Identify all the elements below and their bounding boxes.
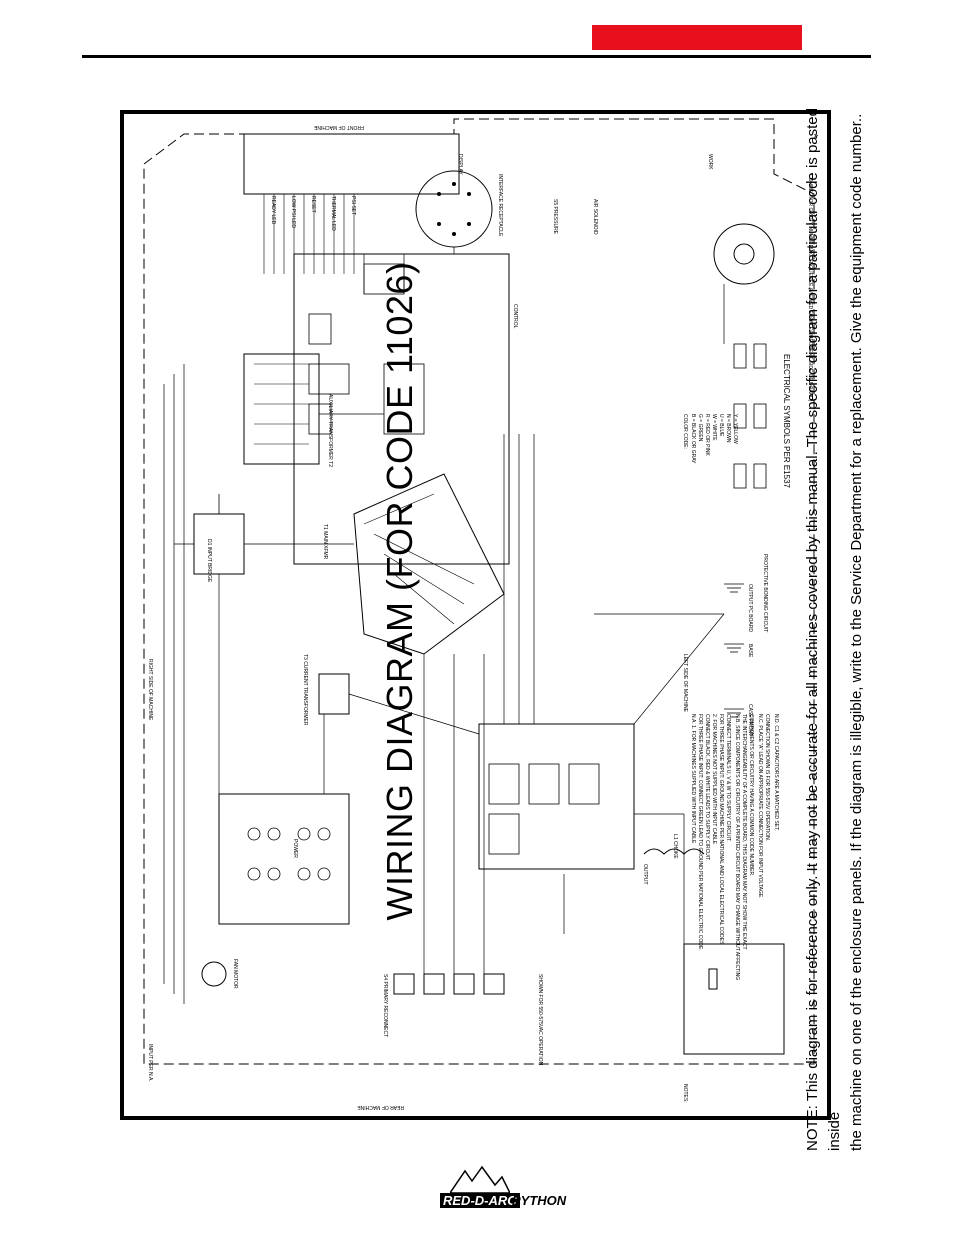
svg-text:READY LED: READY LED [270,196,276,225]
label-base: BASE [747,644,753,658]
svg-text:U = BLUE: U = BLUE [718,414,724,437]
svg-text:FOR THREE PHASE INPUT: CONNECT: FOR THREE PHASE INPUT: CONNECT GREEN LEA… [697,714,703,951]
svg-text:N = BROWN: N = BROWN [725,414,731,443]
auxiliary-transformer [243,353,320,465]
header-rule [82,55,871,58]
svg-text:THERMAL LED: THERMAL LED [330,196,336,231]
label-case-front: CASE FRONT [747,704,753,736]
svg-text:Y = YELLOW: Y = YELLOW [732,414,738,444]
control-board [293,253,510,565]
mountain-logo-icon [450,1165,510,1194]
input-bridge [193,513,245,575]
wiring-diagram-frame: FRONT OF MACHINE REAR OF MACHINE RIGHT S… [120,110,831,1120]
svg-text:2. FOR MACHINES NOT SUPPLIED W: 2. FOR MACHINES NOT SUPPLIED WITH INPUT … [711,714,717,845]
svg-text:G = GREEN: G = GREEN [697,414,703,442]
enclosure-outline [143,118,815,1065]
choke-l1 [643,848,705,855]
label-control: CONTROL [512,304,518,329]
label-symbols: ELECTRICAL SYMBOLS PER E1537 [782,354,791,489]
label-display: DISPLAY [457,154,463,175]
label-left-side: LEFT SIDE OF MACHINE [682,654,688,713]
svg-text:LOW PSI LED: LOW PSI LED [290,196,296,228]
note-line-2: the machine on one of the enclosure pane… [848,113,865,1151]
reference-note: NOTE: This diagram is for reference only… [802,91,868,1151]
brand-name: RED-D-ARC [440,1193,520,1208]
page-title: WIRING DIAGRAM (FOR CODE 11026) [379,261,420,921]
svg-text:THE INTERCHANGEABILITY OF A CO: THE INTERCHANGEABILITY OF A COMPLETE BOA… [741,714,747,950]
label-output-pc: OUTPUT PC BOARD [747,584,753,632]
svg-text:B = BLACK OR GRAY: B = BLACK OR GRAY [690,414,696,464]
svg-text:CONNECT TERMINALS U, V & W TO: CONNECT TERMINALS U, V & W TO SUPPLY CIR… [725,714,731,842]
fan-motor [201,961,227,987]
svg-text:N.D. C1 & C2 CAPACITORS ARE A: N.D. C1 & C2 CAPACITORS ARE A MATCHED SE… [773,714,779,831]
svg-text:RESET: RESET [310,196,316,213]
label-front: FRONT OF MACHINE [313,124,364,130]
svg-text:R = RED OR PINK: R = RED OR PINK [704,414,710,456]
label-output: OUTPUT [642,864,648,885]
header-accent-bar [592,25,802,50]
label-solenoid: AIR SOLENOID [592,199,598,235]
label-input-bridge: D1 INPUT BRIDGE [206,539,212,583]
label-primary-reconnect: S4 PRIMARY RECONNECT [382,974,388,1037]
ground-symbols [724,583,744,718]
output-board [478,723,635,870]
work-receptacle [713,223,775,285]
svg-text:W = WHITE: W = WHITE [711,414,717,441]
connector-j38 [528,763,560,805]
label-bonding: PROTECTIVE BONDING CIRCUIT [762,554,768,632]
footer-logo: RED-D-ARC PYTHON [440,1165,600,1215]
label-right-side: RIGHT SIDE OF MACHINE [147,659,153,721]
label-aux-xfmr: AUXILIARY TRANSFORMER T2 [327,394,333,467]
main-transformer [353,473,505,655]
label-current-xfmr: T3 CURRENT TRANSFORMER [302,654,308,726]
label-choke: L1 CHOKE [672,834,678,859]
note-line-1: NOTE: This diagram is for reference only… [804,108,843,1151]
connector-j36 [488,813,520,855]
label-rear: REAR OF MACHINE [357,1104,404,1110]
svg-text:PSI SET: PSI SET [350,196,356,215]
fuse-block [683,943,785,1055]
current-transformer [318,673,350,715]
svg-text:N.A. 1. FOR MACHINES SUPPLIED: N.A. 1. FOR MACHINES SUPPLIED WITH INPUT… [690,714,696,844]
label-interface: INTERFACE RECEPTACLE [497,174,503,237]
label-color-code: COLOR CODE: [682,414,688,449]
label-main-xfmr: T1 MAIN XFMR [322,524,328,560]
primary-reconnect [393,973,505,995]
label-fan-motor: FAN MOTOR [232,959,238,989]
connector-j1 [308,313,332,345]
label-input-per: INPUT PER N.A. [147,1044,153,1082]
svg-text:N.B. SINCE COMPONENTS OR CIRC: N.B. SINCE COMPONENTS OR CIRCUITRY OF A … [734,714,740,980]
connector-j3 [383,363,425,435]
wiring-diagram: FRONT OF MACHINE REAR OF MACHINE RIGHT S… [143,118,818,1110]
svg-text:COMPONENTS OR CIRCUITRY HAVING: COMPONENTS OR CIRCUITRY HAVING A COMMON … [748,714,754,877]
notes-block: N.A. 1. FOR MACHINES SUPPLIED WITH INPUT… [690,714,779,980]
display-led-labels: READY LED LOW PSI LED RESET THERMAL LED … [270,196,356,231]
connector-j37 [488,763,520,805]
display-board [243,133,460,195]
svg-text:FOR THREE PHASE INPUT: GROUND: FOR THREE PHASE INPUT: GROUND MACHINE PE… [718,714,724,945]
power-module [218,793,350,925]
label-notes: NOTES: [682,1084,688,1103]
connector-j4 [308,403,332,435]
connector-j39 [568,763,600,805]
label-pressure: S5 PRESSURE [552,199,558,235]
label-revision: A [812,134,818,138]
svg-text:CONNECT BLACK, RED & WHITE LEA: CONNECT BLACK, RED & WHITE LEADS TO SUPP… [704,714,710,861]
color-code-legend: B = BLACK OR GRAY G = GREEN R = RED OR P… [690,414,738,464]
svg-text:N.C. PLACE "A" LEAD ON APPROP: N.C. PLACE "A" LEAD ON APPROPRIATE CONNE… [757,714,763,899]
product-name: PYTHON [512,1193,567,1208]
label-work: WORK [707,154,713,170]
label-shown-for: SHOWN FOR 550-575VAC OPERATION [537,974,543,1066]
label-connector-seq: CONNECTOR CAVITY NUMBERING SEQUENCE (VIE… [807,174,813,402]
connector-cavity-legend [733,343,767,489]
svg-text:CONNECTION SHOWN IS FOR 550-57: CONNECTION SHOWN IS FOR 550-575V OPERATI… [764,714,770,841]
label-power: POWER [292,839,298,858]
connector-j5 [308,363,350,395]
